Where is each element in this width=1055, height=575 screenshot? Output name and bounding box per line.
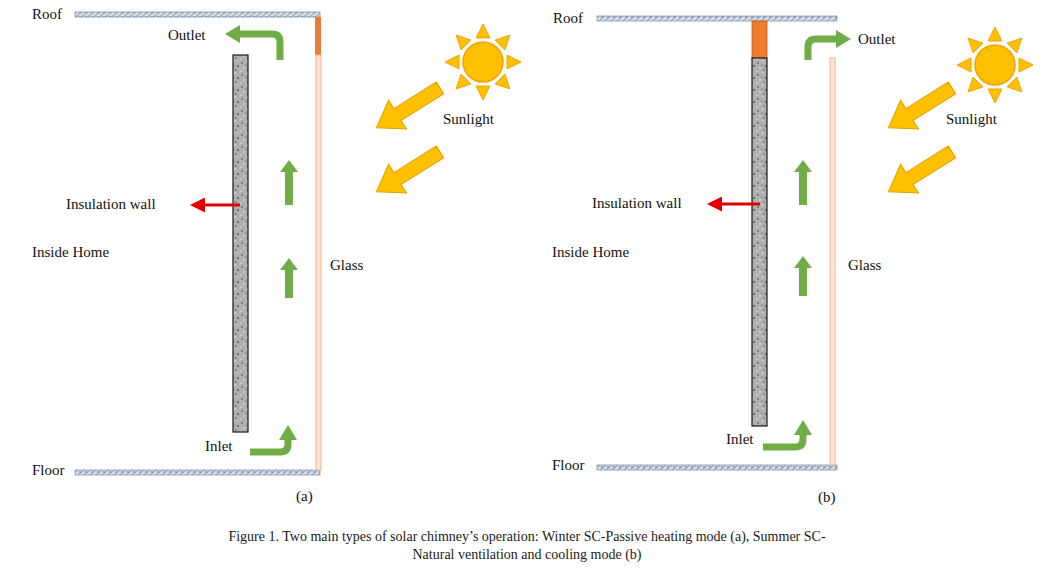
sunlight-arrow: [879, 138, 961, 207]
floor-slab: [597, 465, 837, 470]
sun-ray: [507, 55, 521, 69]
outlet-arrow: [808, 39, 838, 60]
airflow-arrow: [794, 256, 812, 296]
sun-ray: [957, 58, 971, 72]
outlet-arrow-head: [836, 30, 851, 48]
sunlight-arrow: [879, 74, 961, 143]
part-label: Roof: [32, 5, 62, 23]
sun-ray: [988, 27, 1002, 41]
insulation-wall: [752, 58, 767, 426]
part-label: Insulation wall: [66, 195, 156, 213]
part-label: Roof: [553, 9, 583, 27]
sun-icon: [445, 24, 521, 100]
inlet-arrow: [250, 438, 288, 452]
part-label: (b): [818, 488, 836, 506]
part-label: Sunlight: [946, 110, 997, 128]
part-label: Floor: [552, 456, 585, 474]
inlet-arrow-head: [794, 420, 812, 435]
part-label: Sunlight: [443, 110, 494, 128]
part-label: Floor: [32, 461, 65, 479]
figure-caption: Figure 1. Two main types of solar chimne…: [217, 528, 837, 564]
airflow-arrow: [280, 258, 298, 298]
outlet-arrow-head: [225, 25, 240, 43]
roof-slab: [597, 16, 837, 21]
sun-disc: [463, 42, 503, 82]
part-label: Inlet: [726, 430, 754, 448]
sunlight-arrow: [367, 138, 449, 207]
sun-disc: [975, 45, 1015, 85]
glass-pane: [316, 55, 321, 470]
glass-pane: [830, 58, 835, 465]
part-label: Outlet: [858, 30, 896, 48]
heat-arrow: [193, 204, 240, 207]
sun-ray: [1019, 58, 1033, 72]
insulation-wall: [233, 55, 248, 432]
airflow-arrow: [280, 160, 298, 205]
sun-ray: [476, 24, 490, 38]
wall-top-block: [752, 21, 767, 58]
inlet-arrow: [763, 433, 803, 447]
sun-ray: [476, 86, 490, 100]
airflow-arrow: [794, 160, 812, 205]
sun-ray: [445, 55, 459, 69]
part-label: Outlet: [168, 26, 206, 44]
part-label: Glass: [848, 256, 881, 274]
part-label: (a): [296, 487, 313, 505]
heat-arrow: [710, 203, 760, 206]
part-label: Inlet: [205, 437, 233, 455]
part-label: Insulation wall: [592, 194, 682, 212]
panel-a: [75, 12, 521, 475]
sunlight-arrow: [367, 74, 449, 143]
part-label: Inside Home: [32, 243, 109, 261]
floor-slab: [75, 470, 320, 475]
outlet-arrow: [238, 34, 280, 60]
sun-icon: [957, 27, 1033, 103]
inlet-arrow-head: [279, 425, 297, 440]
panel-b: [597, 16, 1033, 470]
roof-slab: [75, 12, 320, 17]
sun-ray: [988, 89, 1002, 103]
part-label: Inside Home: [552, 243, 629, 261]
part-label: Glass: [330, 256, 363, 274]
glass-top-block: [315, 17, 321, 55]
